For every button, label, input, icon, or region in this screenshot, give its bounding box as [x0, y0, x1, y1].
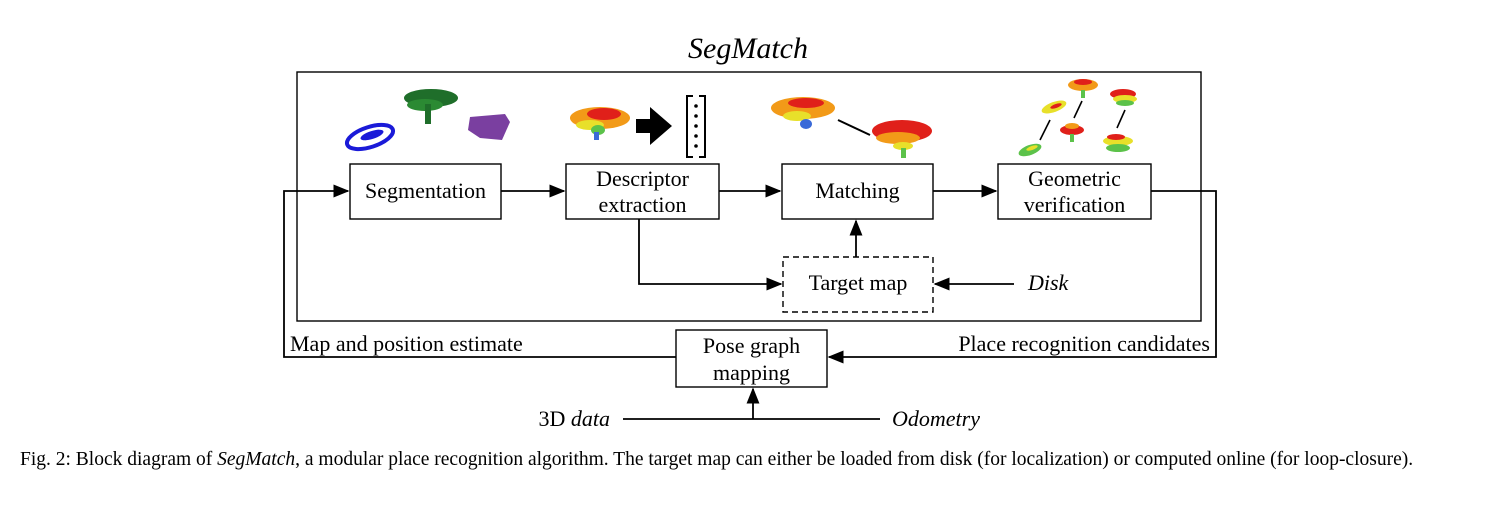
- disk-label: Disk: [1027, 270, 1070, 295]
- data-input-label: 3D data: [538, 406, 610, 431]
- verification-illustration: [1018, 79, 1137, 157]
- pose-graph-block: Pose graph mapping: [675, 329, 828, 388]
- segments-illustration: [344, 89, 510, 152]
- arrow-geo-to-pose: [827, 190, 1217, 364]
- caption-italic: SegMatch: [217, 449, 296, 470]
- descriptor-label-line2: extraction: [599, 192, 687, 217]
- matching-block: Matching: [781, 163, 934, 220]
- odometry-label: Odometry: [892, 406, 980, 431]
- diagram-title: SegMatch: [688, 32, 808, 65]
- caption-prefix: Fig. 2: Block diagram of: [20, 449, 218, 470]
- descriptor-illustration: [570, 95, 706, 158]
- map-estimate-label: Map and position estimate: [290, 331, 523, 356]
- segmatch-frame: [296, 71, 1202, 322]
- segmentation-label: Segmentation: [365, 178, 486, 203]
- place-candidates-label: Place recognition candidates: [958, 331, 1210, 356]
- segmentation-block: Segmentation: [349, 163, 502, 220]
- pose-graph-label-line2: mapping: [713, 360, 790, 385]
- target-map-block: Target map: [782, 256, 934, 313]
- geometric-label-line1: Geometric: [1028, 166, 1121, 191]
- geometric-label-line2: verification: [1024, 192, 1125, 217]
- matching-label: Matching: [815, 178, 899, 203]
- caption-rest: , a modular place recognition algorithm.…: [295, 449, 1414, 470]
- segmatch-block-diagram: SegMatch: [283, 32, 1217, 431]
- descriptor-extraction-block: Descriptor extraction: [565, 163, 720, 220]
- matching-illustration: [771, 97, 932, 158]
- arrow-desc-to-target: [638, 219, 783, 291]
- connectors: [283, 184, 1217, 420]
- arrow-pose-to-seg: [283, 184, 676, 358]
- target-map-label: Target map: [809, 270, 908, 295]
- descriptor-label-line1: Descriptor: [596, 166, 690, 191]
- figure-caption: Fig. 2: Block diagram of SegMatch, a mod…: [20, 447, 1475, 472]
- geometric-verification-block: Geometric verification: [997, 163, 1152, 220]
- pose-graph-label-line1: Pose graph: [703, 333, 800, 358]
